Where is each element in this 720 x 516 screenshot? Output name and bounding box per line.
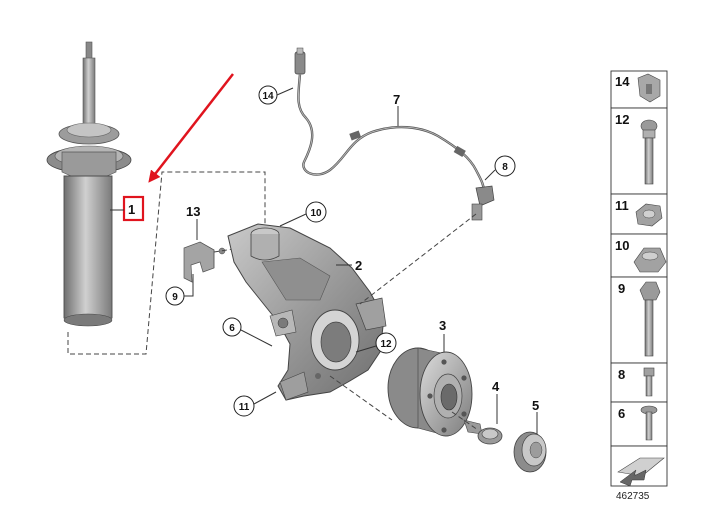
circled-14: 14: [262, 91, 274, 102]
svg-text:14: 14: [615, 74, 630, 89]
circled-10: 10: [310, 208, 322, 219]
shock-absorber: [46, 41, 132, 327]
callout-5: 5: [532, 398, 539, 413]
svg-text:12: 12: [615, 112, 629, 127]
callout-2: 2: [355, 258, 362, 273]
clip-part: [183, 241, 241, 283]
legend-item-12: [610, 107, 668, 195]
svg-text:11: 11: [615, 198, 629, 213]
svg-text:10: 10: [615, 238, 629, 253]
reference-code: 462735: [616, 491, 650, 502]
callout-1: 1: [128, 202, 135, 217]
circled-9: 9: [172, 292, 178, 303]
legend-item-6: [610, 401, 668, 447]
highlight-arrow: [148, 73, 234, 183]
legend-item-8: [610, 362, 668, 403]
cover-cap: [513, 431, 547, 473]
wheel-hub: [387, 347, 473, 437]
steering-knuckle: [227, 223, 387, 401]
svg-text:6: 6: [618, 406, 625, 421]
highlight-box: [122, 195, 145, 222]
abs-sensor-cable: [294, 47, 495, 221]
svg-text:9: 9: [618, 281, 625, 296]
callout-13: 13: [186, 204, 200, 219]
callout-4: 4: [492, 379, 500, 394]
svg-text:8: 8: [618, 367, 625, 382]
collar-bolt: [451, 411, 503, 445]
circled-12: 12: [380, 339, 392, 350]
circled-8: 8: [502, 162, 508, 173]
circled-11: 11: [239, 402, 250, 413]
callout-3: 3: [439, 318, 446, 333]
legend-panel: 14 12 11 10 9 8 6: [610, 70, 668, 487]
callout-7: 7: [393, 92, 400, 107]
circled-6: 6: [229, 323, 235, 334]
